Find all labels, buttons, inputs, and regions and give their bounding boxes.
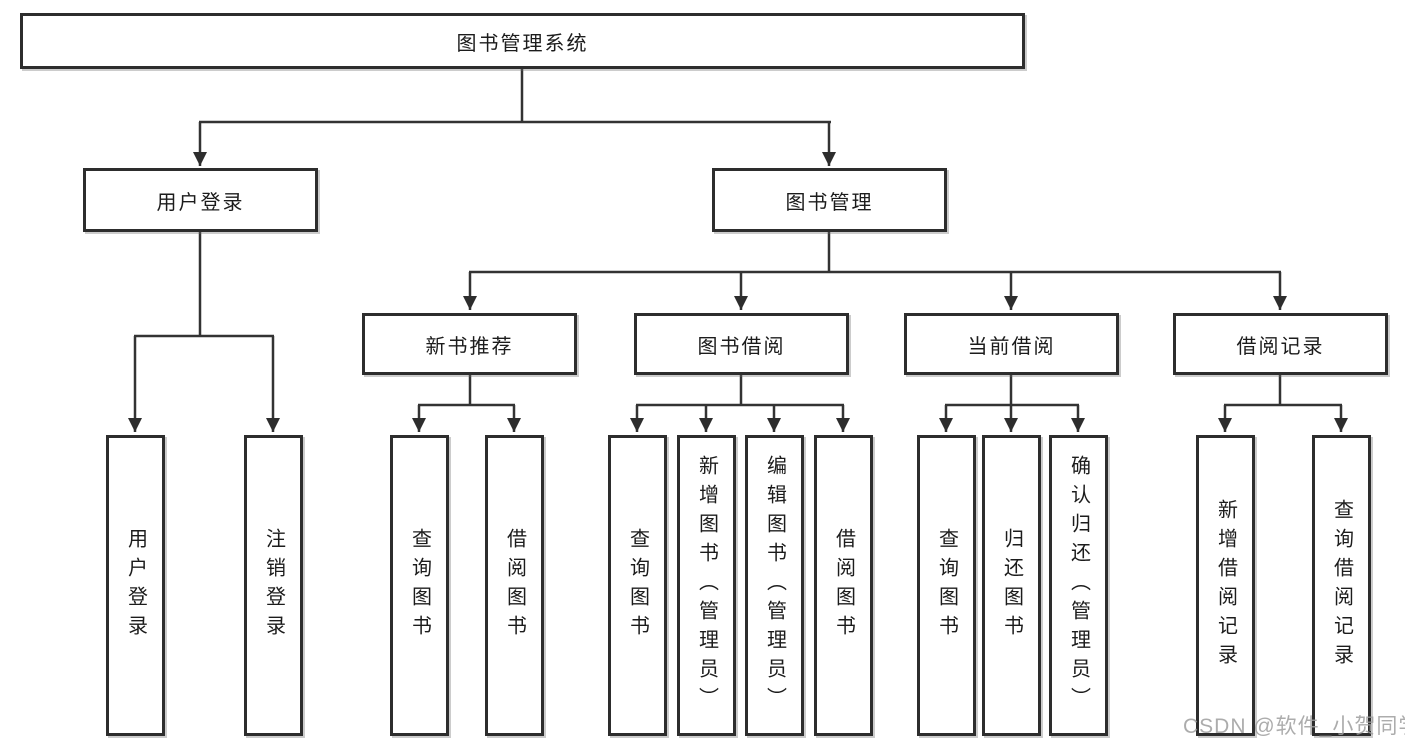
leaf-query-borrow-record: 查询借阅记录: [1312, 435, 1371, 736]
node-label: 借阅图书: [832, 527, 855, 644]
node-label: 图书借阅: [697, 335, 786, 358]
node-book-borrow: 图书借阅: [634, 313, 849, 375]
node-label: 确认归还（管理员）: [1067, 455, 1090, 716]
node-label: 查询图书: [935, 527, 958, 644]
node-label: 新增借阅记录: [1214, 498, 1237, 673]
node-label: 当前借阅: [967, 335, 1056, 358]
leaf-logout: 注销登录: [244, 435, 303, 736]
node-book-management: 图书管理: [712, 168, 947, 232]
leaf-current-query-books: 查询图书: [917, 435, 976, 736]
node-label: 借阅图书: [503, 527, 526, 644]
leaf-user-login: 用户登录: [106, 435, 165, 736]
node-label: 编辑图书（管理员）: [763, 455, 786, 716]
leaf-return-books: 归还图书: [982, 435, 1041, 736]
node-label: 查询借阅记录: [1330, 498, 1353, 673]
node-label: 查询图书: [408, 527, 431, 644]
node-current-borrow: 当前借阅: [904, 313, 1119, 375]
leaf-recommend-borrow-books: 借阅图书: [485, 435, 544, 736]
leaf-recommend-query-books: 查询图书: [390, 435, 449, 736]
node-label: 归还图书: [1000, 527, 1023, 644]
node-library-management-system: 图书管理系统: [20, 13, 1025, 69]
leaf-add-borrow-record: 新增借阅记录: [1196, 435, 1255, 736]
csdn-watermark: CSDN @软件_小贺同学: [1183, 715, 1405, 738]
node-borrow-records: 借阅记录: [1173, 313, 1388, 375]
node-label: 新增图书（管理员）: [695, 455, 718, 716]
leaf-confirm-return-admin: 确认归还（管理员）: [1049, 435, 1108, 736]
node-user-login: 用户登录: [83, 168, 318, 232]
node-label: 新书推荐: [425, 335, 514, 358]
node-label: 用户登录: [156, 191, 245, 214]
node-label: 图书管理系统: [456, 32, 589, 55]
node-label: 查询图书: [626, 527, 649, 644]
node-label: 注销登录: [262, 527, 285, 644]
node-label: 借阅记录: [1236, 335, 1325, 358]
node-label: 用户登录: [124, 527, 147, 644]
leaf-borrow-books: 借阅图书: [814, 435, 873, 736]
leaf-edit-book-admin: 编辑图书（管理员）: [745, 435, 804, 736]
leaf-borrow-query-books: 查询图书: [608, 435, 667, 736]
node-label: 图书管理: [785, 191, 874, 214]
leaf-add-book-admin: 新增图书（管理员）: [677, 435, 736, 736]
node-new-book-recommend: 新书推荐: [362, 313, 577, 375]
